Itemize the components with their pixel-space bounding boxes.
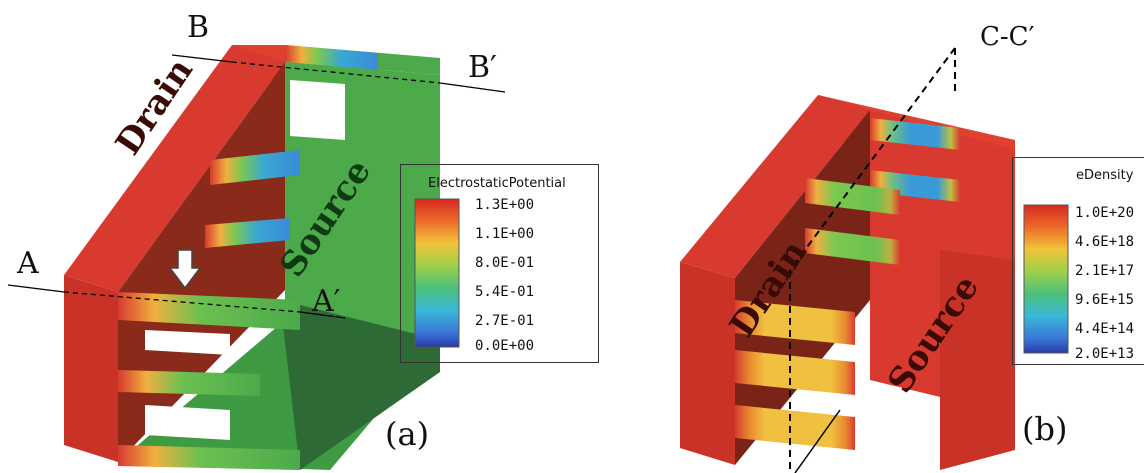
legend-b-colorbar (1023, 204, 1069, 354)
cut-line-a-solid (7, 284, 65, 293)
b-channel-3 (805, 178, 900, 215)
opening-1 (145, 330, 230, 355)
cut-line-b-solid-2 (439, 82, 506, 93)
channel-front-mid (118, 370, 260, 396)
b-channel-7 (735, 405, 855, 450)
legend-a-tick-2: 8.0E-01 (475, 255, 535, 271)
opening-2 (145, 405, 230, 440)
legend-a (400, 164, 599, 363)
b-channel-5 (735, 300, 855, 345)
legend-b-tick-2: 2.1E+17 (1075, 263, 1135, 279)
channel-top-a (285, 45, 378, 70)
legend-a-tick-1: 1.1E+00 (475, 226, 535, 242)
caption-a: (a) (385, 415, 430, 453)
b-drain-front-face (680, 95, 870, 278)
channel-mid-a (210, 150, 300, 185)
cc-plane-dashed-diag (789, 47, 956, 271)
label-cc-prime: C-C′ (980, 22, 1035, 52)
channel-front-low (118, 445, 300, 470)
legend-b-tick-1: 4.6E+18 (1075, 234, 1135, 250)
legend-a-colorbar (414, 198, 460, 348)
cut-line-a-dashed (63, 291, 301, 313)
legend-a-tick-4: 2.7E-01 (475, 313, 535, 329)
legend-a-tick-3: 5.4E-01 (475, 284, 535, 300)
cut-line-b-dashed (231, 61, 441, 84)
label-a-prime: A′ (312, 284, 341, 319)
legend-a-title: ElectrostaticPotential (428, 176, 566, 191)
white-arrow-icon (168, 249, 202, 290)
b-channel-1 (870, 118, 960, 150)
legend-a-tick-5: 0.0E+00 (475, 338, 535, 354)
legend-b (1012, 157, 1144, 365)
channel-low-a (205, 218, 290, 248)
b-source-side (940, 250, 1015, 470)
cut-line-b-solid (171, 54, 233, 63)
label-b: B (187, 10, 210, 45)
legend-a-tick-0: 1.3E+00 (475, 197, 535, 213)
opening-top (290, 80, 345, 140)
drain-left-face (64, 275, 118, 462)
drain-front-face (64, 45, 285, 292)
cut-line-a-solid-2 (299, 311, 346, 319)
legend-b-tick-3: 9.6E+15 (1075, 292, 1135, 308)
b-channel-6 (735, 350, 855, 395)
channel-front-top (118, 292, 300, 330)
legend-b-tick-4: 4.4E+14 (1075, 321, 1135, 337)
legend-b-tick-5: 2.0E+13 (1075, 346, 1135, 362)
cc-plane-solid-low (794, 409, 841, 473)
label-b-prime: B′ (468, 50, 497, 85)
legend-b-title: eDensity (1076, 168, 1134, 183)
label-a: A (17, 246, 39, 281)
panel-b-device (680, 47, 1015, 473)
panel-a-device (7, 45, 506, 470)
legend-b-tick-0: 1.0E+20 (1075, 205, 1135, 221)
b-drain-left-face (680, 262, 735, 465)
caption-b: (b) (1022, 410, 1068, 448)
b-channel-4 (805, 228, 900, 265)
